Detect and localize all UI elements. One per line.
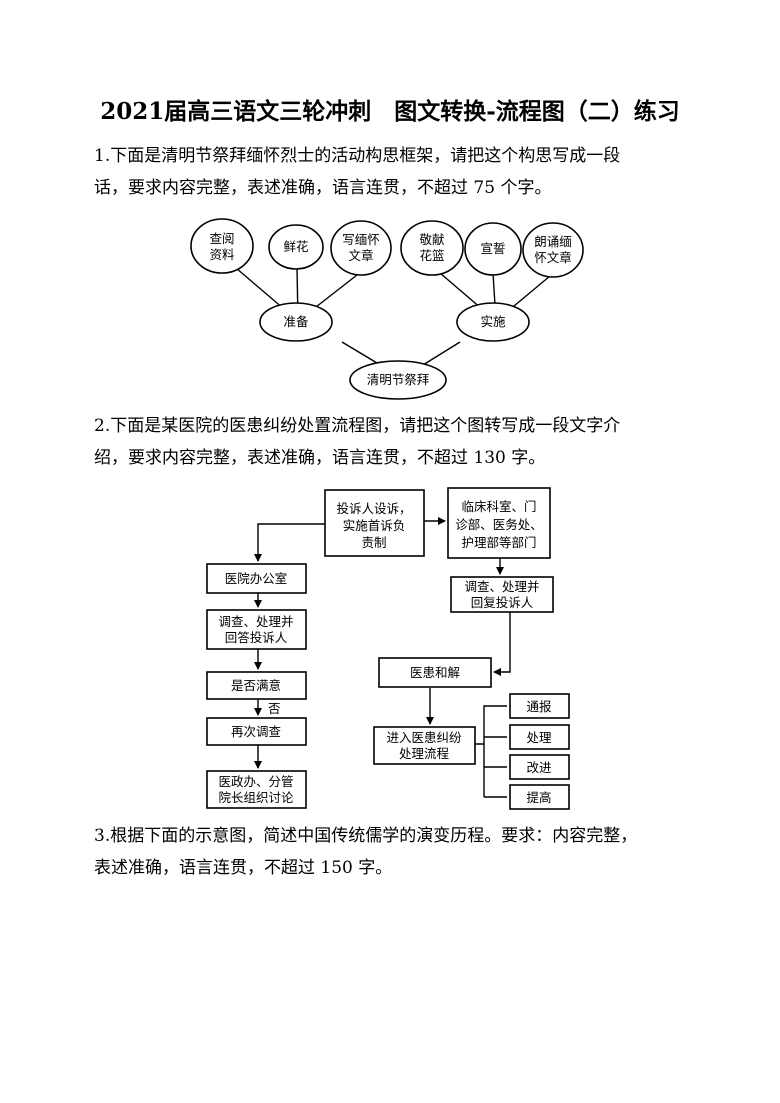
flow-box-text: 医患和解 <box>410 665 460 680</box>
flow-box-text: 再次调查 <box>231 724 282 739</box>
flow-box-text: 是否满意 <box>231 678 281 693</box>
flow-box-text: 医院办公室 <box>225 571 288 586</box>
flow-box-dispute-process: 进入医患纠纷 处理流程 <box>373 726 476 765</box>
flow-box-text: 调查、处理并 <box>218 614 293 629</box>
flow-box-departments: 临床科室、门 诊部、医务处、 护理部等部门 <box>447 487 551 559</box>
flow-box-enhance: 提高 <box>509 784 570 810</box>
tree-node-prepare: 准备 <box>259 302 333 342</box>
flow-box-text: 进入医患纠纷 <box>386 730 462 745</box>
flow-box-text: 护理部等部门 <box>461 535 536 550</box>
tree-node-prepare-label: 准备 <box>283 314 309 329</box>
question-1-line-1: 1.下面是清明节祭拜缅怀烈士的活动构思框架，请把这个构思写成一段 <box>94 146 621 166</box>
tree-leaf-text: 文章 <box>348 248 373 263</box>
flow-box-investigate-answer: 调查、处理并 回答投诉人 <box>206 609 307 650</box>
tree-leaf-text: 敬献 <box>419 232 444 247</box>
question-3-line-1: 3.根据下面的示意图，简述中国传统儒学的演变历程。要求：内容完整， <box>94 826 638 846</box>
tree-node-implement: 实施 <box>456 302 530 342</box>
tree-leaf-offer-basket: 敬献 花篮 <box>400 220 464 276</box>
flow-box-text: 医政办、分管 <box>218 774 293 789</box>
flow-box-complaint-start: 投诉人设诉， 实施首诉负 责制 <box>324 489 425 557</box>
flow-box-satisfied: 是否满意 <box>206 671 307 700</box>
flow-box-text: 临床科室、门 <box>461 499 536 514</box>
flow-box-text: 改进 <box>526 760 552 775</box>
flow-box-text: 处理 <box>526 730 552 745</box>
flow-box-hospital-office: 医院办公室 <box>206 563 307 594</box>
tree-leaf-text: 查阅 <box>209 231 234 246</box>
question-2-line-2: 绍，要求内容完整，表述准确，语言连贯，不超过 130 字。 <box>94 448 546 468</box>
flow-box-text: 院长组织讨论 <box>218 790 294 805</box>
question-3-line-2: 表述准确，语言连贯，不超过 150 字。 <box>94 858 393 878</box>
tree-leaf-flowers: 鲜花 <box>268 224 324 270</box>
tree-leaf-text: 怀文章 <box>534 250 572 265</box>
flow-box-discussion: 医政办、分管 院长组织讨论 <box>206 770 307 809</box>
tree-leaf-check-materials: 查阅 资料 <box>190 218 254 274</box>
tree-leaf-oath: 宣誓 <box>464 222 522 276</box>
flow-box-text: 调查、处理并 <box>464 579 539 594</box>
flow-box-text: 投诉人设诉， <box>336 501 411 516</box>
tree-leaf-text: 花篮 <box>419 248 444 263</box>
flow-box-text: 责制 <box>361 535 386 550</box>
flow-box-investigate-reply: 调查、处理并 回复投诉人 <box>450 576 554 613</box>
tree-leaf-text: 资料 <box>209 247 235 262</box>
tree-leaf-text: 鲜花 <box>283 239 308 254</box>
flow-box-text: 提高 <box>526 790 551 805</box>
flow-box-reinvestigate: 再次调查 <box>206 717 307 746</box>
flow-box-notify: 通报 <box>509 693 570 719</box>
question-3: 3.根据下面的示意图，简述中国传统儒学的演变历程。要求：内容完整， 表述准确，语… <box>94 820 694 884</box>
flow-box-text: 通报 <box>526 699 552 714</box>
flow-box-text: 实施首诉负 <box>343 518 406 533</box>
question-1-line-2: 话，要求内容完整，表述准确，语言连贯，不超过 75 个字。 <box>94 178 552 198</box>
tree-leaf-text: 宣誓 <box>480 241 505 256</box>
tree-node-qingming-label: 清明节祭拜 <box>367 372 430 387</box>
flow-box-improve: 改进 <box>509 754 570 780</box>
tree-leaf-text: 写缅怀 <box>342 232 380 247</box>
flow-box-text: 处理流程 <box>399 746 450 761</box>
flow-label-no: 否 <box>268 701 281 716</box>
flow-box-text: 诊部、医务处、 <box>455 517 543 532</box>
flow-box-handle: 处理 <box>509 724 570 750</box>
tree-node-implement-label: 实施 <box>480 314 506 329</box>
question-2: 2.下面是某医院的医患纠纷处置流程图，请把这个图转写成一段文字介 绍，要求内容完… <box>94 410 694 474</box>
tree-leaf-text: 朗诵缅 <box>534 234 572 249</box>
flow-box-reconcile: 医患和解 <box>378 657 492 688</box>
question-1: 1.下面是清明节祭拜缅怀烈士的活动构思框架，请把这个构思写成一段 话，要求内容完… <box>94 140 694 204</box>
flowchart: 投诉人设诉， 实施首诉负 责制 临床科室、门 诊部、医务处、 护理部等部门 调查… <box>206 487 570 810</box>
tree-node-qingming: 清明节祭拜 <box>349 360 447 400</box>
question-2-line-1: 2.下面是某医院的医患纠纷处置流程图，请把这个图转写成一段文字介 <box>94 416 621 436</box>
tree-diagram: 清明节祭拜 准备 实施 查阅 资料 鲜花 写缅怀 文章 敬献 花篮 <box>190 218 584 400</box>
flow-box-text: 回答投诉人 <box>225 630 288 645</box>
flow-box-text: 回复投诉人 <box>471 595 534 610</box>
tree-leaf-write-article: 写缅怀 文章 <box>330 220 392 276</box>
page-title: 2021届高三语文三轮冲刺 图文转换-流程图（二）练习 <box>100 98 680 125</box>
tree-leaf-recite: 朗诵缅 怀文章 <box>522 222 584 278</box>
